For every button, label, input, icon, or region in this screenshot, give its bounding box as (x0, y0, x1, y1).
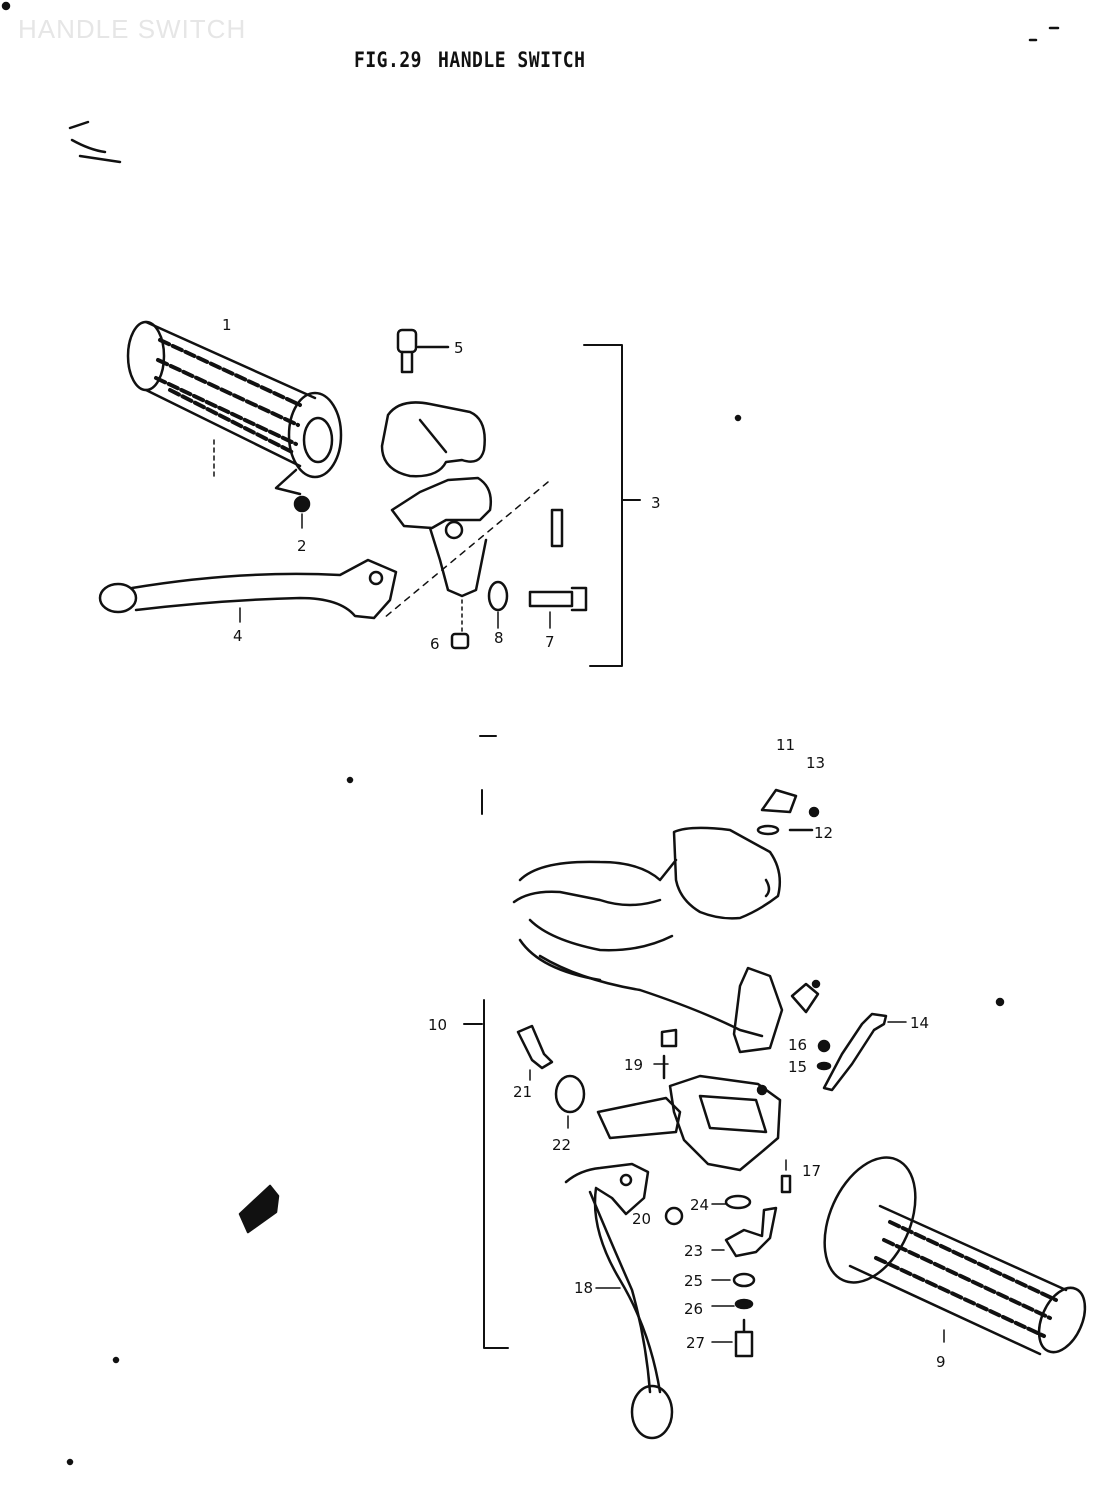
callout-20: 20 (632, 1210, 651, 1228)
part-18-right-lever (564, 1162, 674, 1440)
part-8-ring (487, 580, 509, 612)
scan-speck (1028, 26, 1060, 42)
callout-16: 16 (788, 1036, 807, 1054)
callout-19: 19 (624, 1056, 643, 1074)
part-11-13-clip (756, 788, 820, 836)
assembly-leader (383, 481, 549, 619)
callout-23: 23 (684, 1242, 703, 1260)
part-17-fitting (780, 1174, 792, 1194)
part-5-screw (396, 328, 450, 374)
bracket-3 (583, 344, 623, 667)
callout-4: 4 (233, 627, 243, 645)
bracket-10 (479, 735, 509, 1349)
callout-22: 22 (552, 1136, 571, 1154)
left-grip (126, 320, 343, 496)
callout-2: 2 (297, 537, 307, 555)
callout-15: 15 (788, 1058, 807, 1076)
part-25-washer (732, 1272, 756, 1288)
loose-fragment (238, 1184, 280, 1234)
callout-9: 9 (936, 1353, 946, 1371)
part-10-right-switch-housing (512, 826, 821, 1054)
part-26-spacer (734, 1298, 754, 1310)
part-15-washer (816, 1061, 832, 1071)
part-21-bolt (516, 1024, 554, 1070)
scan-speck (1, 1, 11, 11)
part-14-arm (822, 1012, 888, 1092)
callout-27: 27 (686, 1334, 705, 1352)
callout-11: 11 (776, 736, 795, 754)
callout-26: 26 (684, 1300, 703, 1318)
figure-title: FIG.29 HANDLE SWITCH (354, 48, 585, 73)
callout-5: 5 (454, 339, 464, 357)
callout-24: 24 (690, 1196, 709, 1214)
watermark-text: HANDLE SWITCH (18, 14, 247, 44)
callout-14: 14 (910, 1014, 929, 1032)
callout-12: 12 (814, 824, 833, 842)
part-2-ball (293, 495, 311, 513)
part-9-right-grip (823, 1156, 1087, 1356)
part-20-nut (664, 1206, 684, 1226)
callout-6: 6 (430, 635, 440, 653)
figure-number: FIG.29 (354, 47, 423, 74)
part-4-left-lever (98, 558, 398, 623)
callout-25: 25 (684, 1272, 703, 1290)
callout-18: 18 (574, 1279, 593, 1297)
callout-3: 3 (651, 494, 661, 512)
callout-13: 13 (806, 754, 825, 772)
callout-7: 7 (545, 633, 555, 651)
callout-10: 10 (428, 1016, 447, 1034)
switch-screw (550, 508, 564, 548)
callout-17: 17 (802, 1162, 821, 1180)
callout-21: 21 (513, 1083, 532, 1101)
callout-1: 1 (222, 316, 232, 334)
part-23-switch (724, 1206, 778, 1258)
figure-name: HANDLE SWITCH (438, 47, 586, 74)
left-switch-housing (380, 401, 492, 598)
part-7-bolt (528, 586, 588, 612)
part-27-bolt (734, 1318, 754, 1358)
part-16-screw (817, 1039, 831, 1053)
part-22-disc (554, 1074, 586, 1114)
part-24-washer (724, 1194, 752, 1210)
part-19-screw (660, 1028, 678, 1080)
part-6-nut (450, 632, 470, 650)
scan-smudge (68, 120, 122, 164)
callout-8: 8 (494, 629, 504, 647)
master-cylinder-body (596, 1074, 782, 1172)
